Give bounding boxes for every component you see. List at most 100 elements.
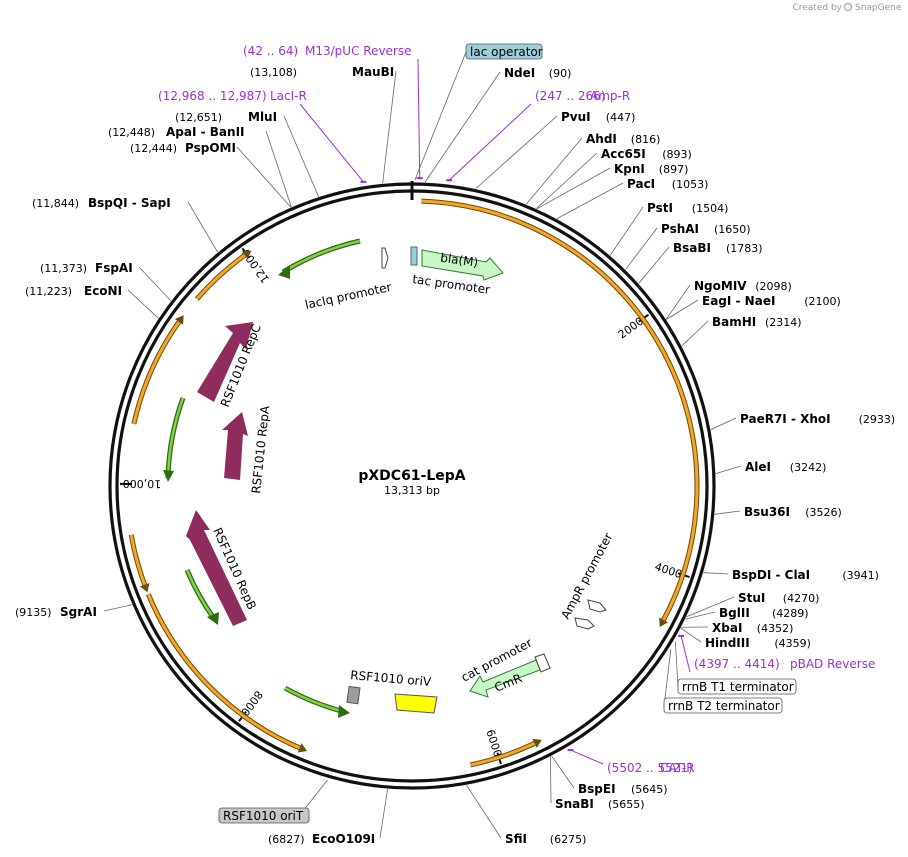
credit-text: Created by: [792, 3, 842, 13]
site-leader: [638, 246, 670, 284]
feature-leader: [663, 649, 672, 707]
site-name: SfiI: [505, 832, 527, 846]
site-leader: [475, 115, 558, 190]
site-name: BsaBI: [673, 241, 711, 255]
site-position: (4352): [757, 622, 794, 635]
site-name: PaeR7I - XhoI: [740, 412, 831, 426]
site-position: (6275): [550, 833, 587, 846]
site-name: PvuI: [561, 110, 591, 124]
site-leader: [549, 756, 552, 804]
orf-arrowhead: [297, 743, 308, 753]
site-leaders: [103, 51, 742, 839]
plasmid-name: pXDC61-LepA: [358, 468, 465, 484]
site-name: BglII: [719, 606, 750, 620]
orf-arc: [132, 319, 182, 425]
site-leader: [685, 611, 716, 620]
site-position: (4359): [774, 637, 811, 650]
orf-arc: [195, 252, 248, 301]
site-leader: [127, 289, 159, 319]
site-leader: [551, 755, 575, 789]
feature-box: [465, 43, 543, 60]
site-position: (11,223): [25, 285, 72, 298]
site-name: StuI: [738, 591, 765, 605]
site-position: (12,651): [175, 111, 222, 124]
cmr-label: CmR: [492, 671, 524, 695]
bla-label: bla(M): [439, 251, 479, 270]
site-position: (3941): [842, 569, 879, 582]
primer-leader: [570, 749, 604, 765]
site-position: (5645): [631, 783, 668, 796]
primer-range: (247 .. 266): [535, 89, 605, 103]
site-name: EagI - NaeI: [702, 294, 775, 308]
site-name: BamHI: [712, 315, 756, 329]
orf-arrowhead: [532, 738, 542, 748]
site-name: SgrAI: [60, 605, 97, 619]
site-leader: [466, 784, 502, 839]
plasmid-length: 13,313 bp: [384, 484, 440, 497]
site-position: (816): [631, 133, 661, 146]
site-name: Bsu36I: [744, 505, 790, 519]
site-name: BspQI - SapI: [88, 196, 171, 210]
feature-label: rrnB T1 terminator: [682, 680, 794, 694]
orf-arrowhead: [174, 315, 184, 325]
laciq-promoter: lacIq promoter: [304, 247, 393, 312]
orf-arc-outline: [146, 593, 303, 752]
site-leader: [715, 465, 742, 475]
primer-range: (42 .. 64): [243, 44, 298, 58]
site-name: SnaBI: [555, 797, 594, 811]
site-position: (3242): [790, 461, 827, 474]
site-position: (2314): [765, 316, 802, 329]
site-name: MluI: [248, 110, 277, 124]
primer-leader: [417, 58, 421, 179]
orf-arc: [421, 199, 699, 623]
primer-leader: [299, 103, 364, 183]
site-leader: [686, 596, 735, 618]
site-position: (12,448): [108, 126, 155, 139]
site-position: (1783): [726, 242, 763, 255]
site-name: EcoNI: [84, 284, 122, 298]
site-name: ApaI - BanII: [166, 125, 245, 139]
orf-arcs: [128, 198, 700, 768]
site-position: (897): [659, 163, 689, 176]
site-position: (447): [606, 111, 636, 124]
site-leader: [265, 130, 292, 208]
bla-arrow: bla(M): [421, 249, 504, 281]
site-position: (6827): [268, 833, 305, 846]
site-name: BspEI: [578, 782, 616, 796]
site-leader: [703, 572, 729, 575]
tick-label: 10,000: [123, 477, 162, 490]
site-position: (4270): [783, 592, 820, 605]
feature-box: [663, 697, 783, 714]
lacIq-arc: [281, 238, 361, 275]
site-leader: [556, 182, 624, 220]
laciq-label: lacIq promoter: [304, 280, 393, 312]
site-name: KpnI: [614, 162, 645, 176]
site-leader: [536, 152, 598, 209]
primer-name: pBAD Reverse: [790, 657, 875, 671]
oriv: RSF1010 oriV: [350, 668, 438, 714]
site-position: (4289): [772, 607, 809, 620]
primer-name: LacI-R: [270, 89, 307, 103]
site-name: PacI: [627, 177, 655, 191]
repa-label: RSF1010 RepA: [249, 404, 272, 494]
site-name: PshAI: [661, 222, 699, 236]
site-position: (11,844): [32, 197, 79, 210]
credit-brand: SnapGene: [855, 3, 902, 13]
backbone: [108, 181, 716, 790]
site-name: FspAI: [95, 261, 133, 275]
tick-label: 4000: [653, 560, 684, 581]
site-name: MauBI: [352, 65, 394, 79]
site-position: (3526): [805, 506, 842, 519]
feature-label: RSF1010 oriT: [223, 809, 304, 823]
ampr-promoter-label: AmpR promoter: [558, 531, 615, 622]
primer-leader: [448, 103, 532, 181]
site-name: HindIII: [705, 636, 750, 650]
site-leader: [187, 201, 219, 253]
site-leader: [424, 71, 501, 183]
feature-leader: [674, 641, 679, 688]
tick-label: 6000: [483, 728, 504, 759]
site-position: (893): [662, 148, 692, 161]
primer-name: M13/pUC Reverse: [305, 44, 412, 58]
site-name: NdeI: [504, 66, 535, 80]
